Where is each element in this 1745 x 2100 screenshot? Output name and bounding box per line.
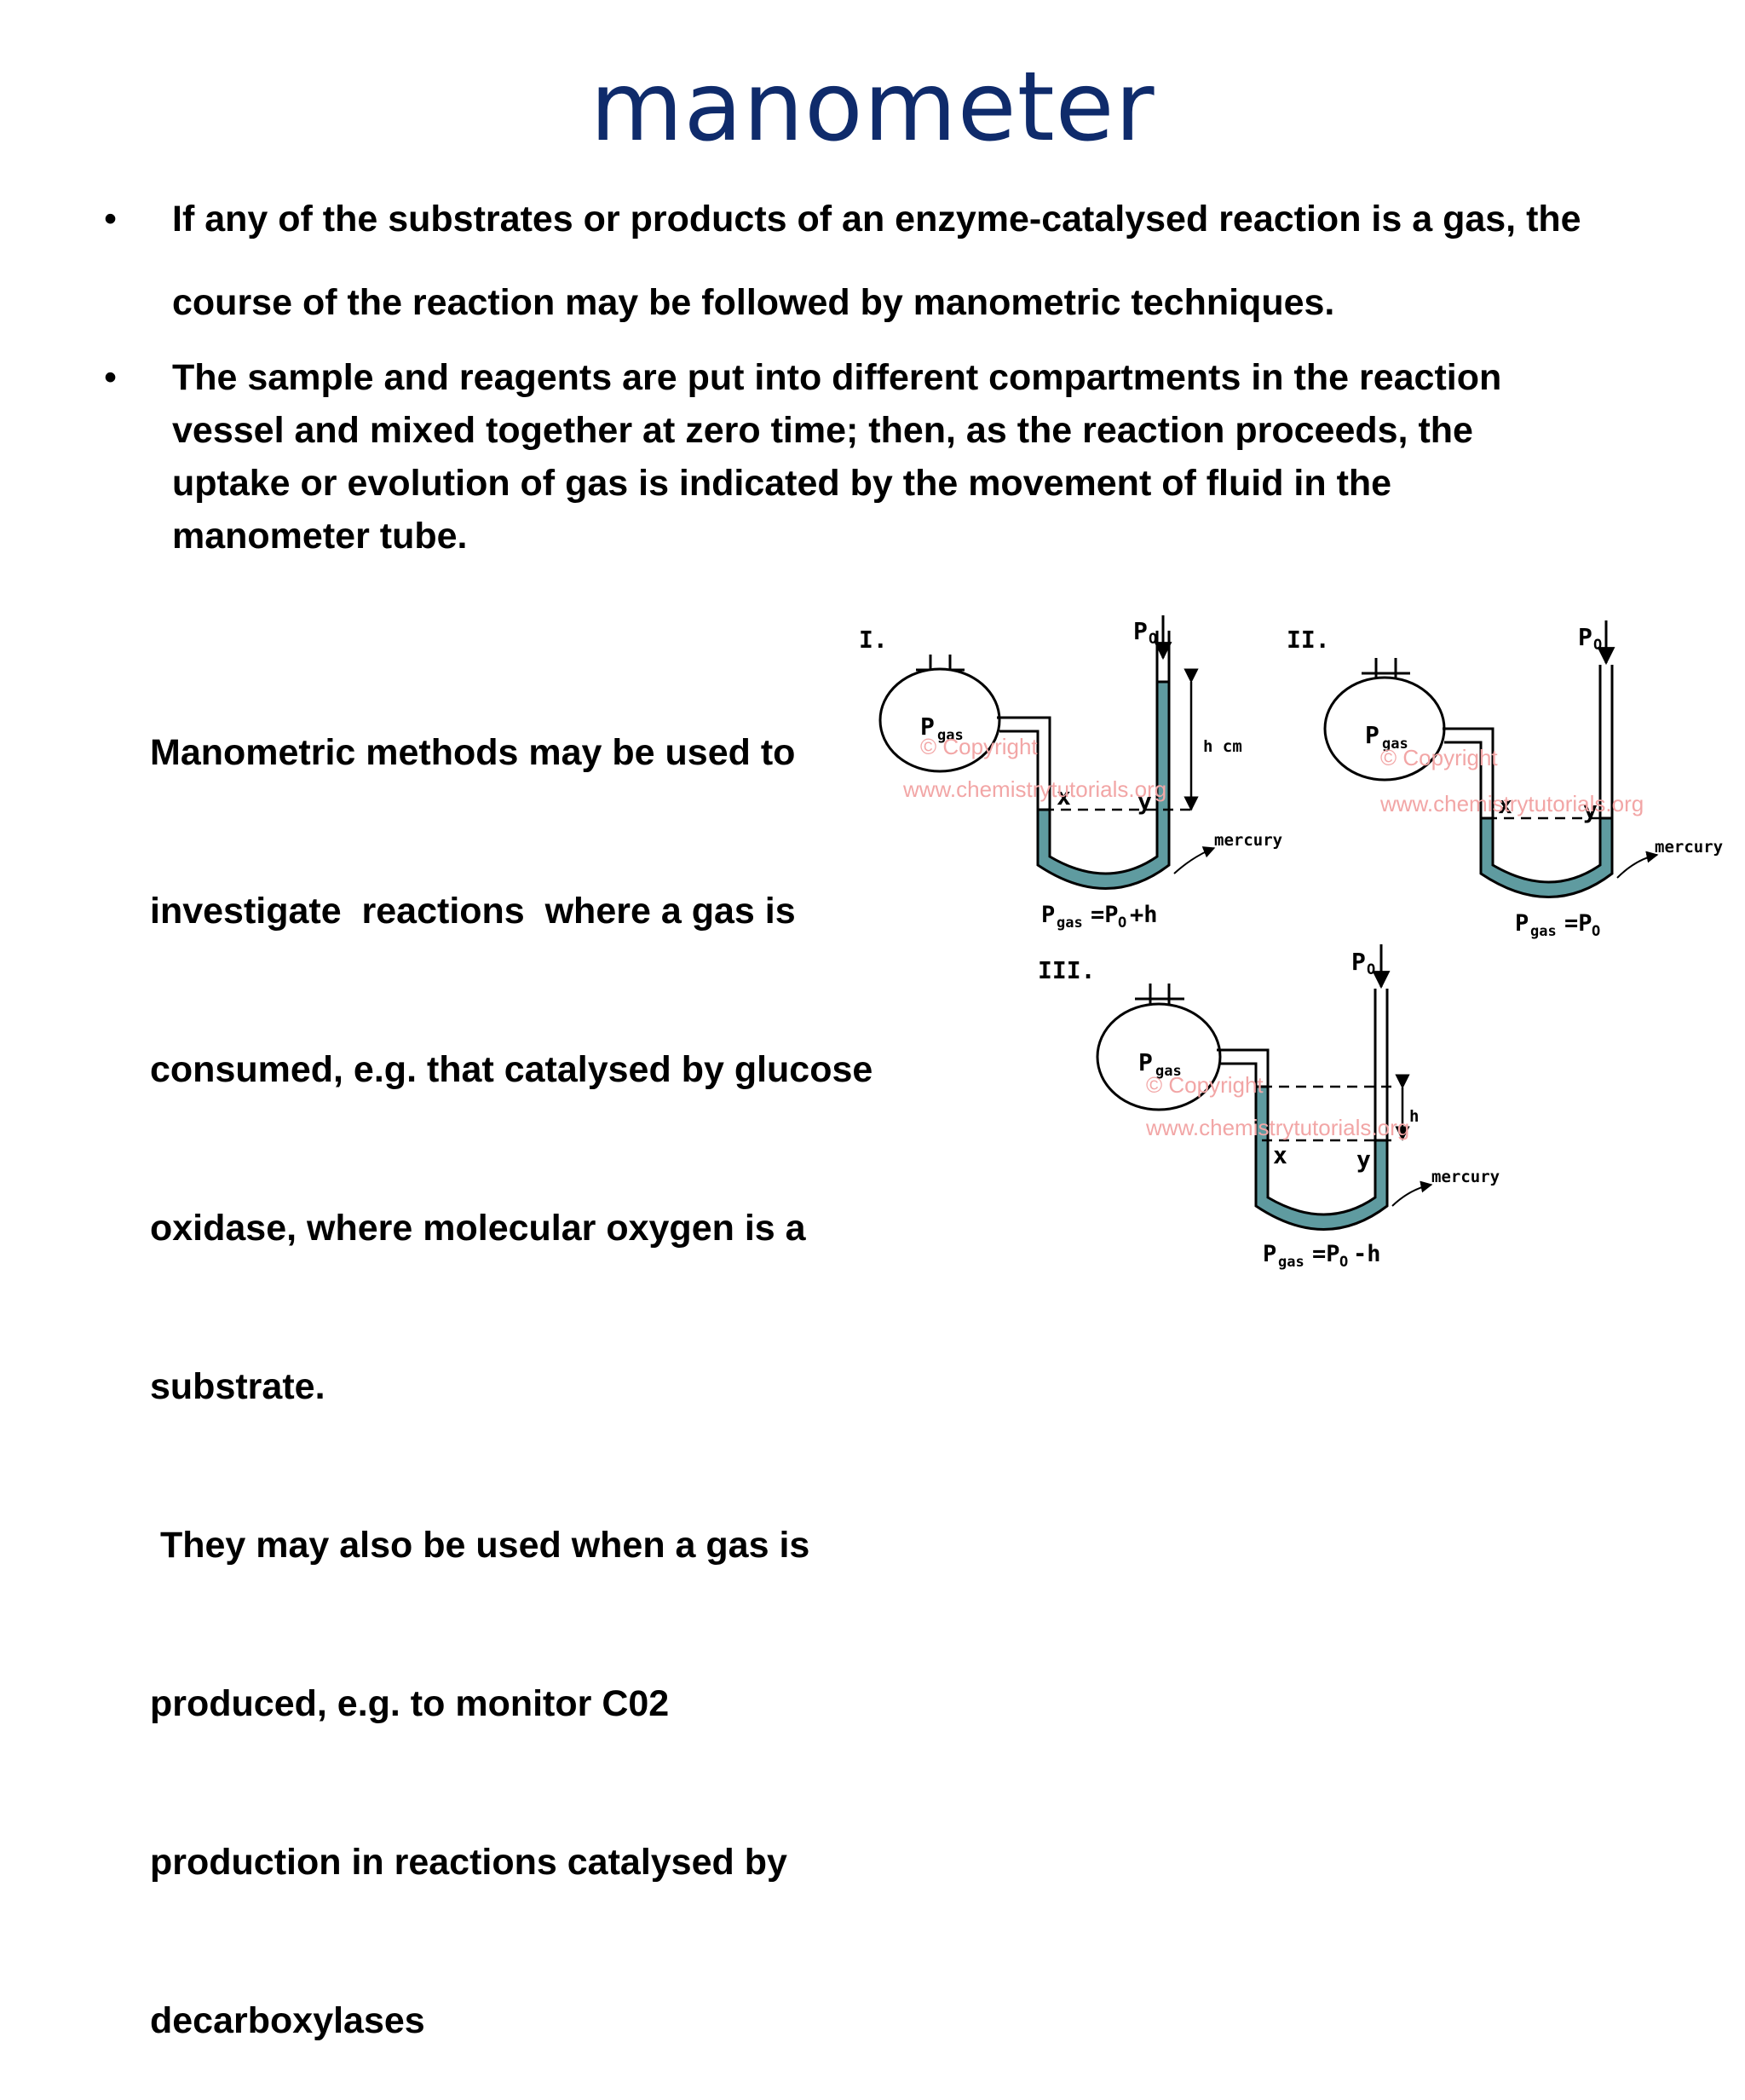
side-line: produced, e.g. to monitor C02: [150, 1683, 670, 1724]
mercury-pointer-icon: [1391, 1180, 1433, 1207]
bullet-1-line-2: course of the reaction may be followed b…: [172, 282, 1335, 323]
equation: P gas =P O +h: [1041, 902, 1158, 932]
side-line: Manometric methods may be used to: [150, 732, 796, 773]
eq-part: -h: [1353, 1241, 1381, 1267]
side-line: substrate.: [150, 1366, 325, 1407]
flask-gas-label: P: [1138, 1048, 1153, 1076]
equation: P gas =P O -h: [1263, 1241, 1381, 1271]
panel-iii: III. P gas P O x y h mercury P gas =P O …: [1038, 944, 1500, 1271]
watermark-line-1: © Copyright: [1146, 1072, 1264, 1098]
height-label: h cm: [1203, 737, 1242, 756]
bullet-2-line-2: vessel and mixed together at zero time; …: [172, 410, 1473, 451]
watermark-line-2: www.chemistrytutorials.org: [902, 776, 1166, 802]
side-line: investigate reactions where a gas is: [150, 891, 796, 932]
atm-pressure-label: P: [1133, 617, 1148, 645]
atm-pressure-label: P: [1351, 948, 1366, 976]
mercury-fluid: [1479, 816, 1614, 898]
panel-numeral: II.: [1287, 626, 1330, 654]
connecting-tube: [1217, 1048, 1270, 1087]
panel-numeral: I.: [859, 626, 888, 654]
bullet-icon: •: [104, 199, 118, 239]
manometer-diagram: I. P gas P O x y h cm mercury P: [859, 615, 1723, 1271]
watermark-line-1: © Copyright: [920, 734, 1038, 759]
fluid-label: mercury: [1214, 831, 1282, 850]
connecting-tube: [997, 716, 1051, 810]
panel-i: I. P gas P O x y h cm mercury P: [859, 615, 1282, 932]
panel-numeral: III.: [1038, 956, 1095, 984]
eq-part: O: [1592, 923, 1600, 940]
gas-flask: [1096, 1002, 1222, 1111]
level-x-label: x: [1057, 782, 1071, 811]
bullet-2-line-1: The sample and reagents are put into dif…: [172, 357, 1502, 398]
side-line: production in reactions catalysed by: [150, 1842, 787, 1883]
atm-pressure-subscript: O: [1149, 631, 1157, 648]
level-y-label: y: [1583, 796, 1598, 824]
slide-title: manometer: [590, 52, 1155, 163]
eq-part: P: [1041, 902, 1055, 928]
flask-gas-subscript: gas: [937, 727, 964, 744]
side-line: consumed, e.g. that catalysed by glucose: [150, 1049, 873, 1090]
bullet-2-line-3: uptake or evolution of gas is indicated …: [172, 463, 1392, 504]
eq-part: P: [1263, 1241, 1276, 1267]
connecting-tube: [1443, 727, 1494, 818]
eq-part: O: [1339, 1254, 1348, 1271]
atm-pressure-subscript: O: [1593, 637, 1602, 654]
eq-part: =P: [1312, 1241, 1340, 1267]
bullet-1-line-1: If any of the substrates or products of …: [172, 199, 1581, 239]
eq-part: O: [1118, 914, 1126, 932]
watermark-line-2: www.chemistrytutorials.org: [1145, 1115, 1409, 1140]
panel-ii: II. P gas P O x y mercury P gas =P O © C…: [1287, 620, 1723, 940]
level-x-label: x: [1273, 1141, 1287, 1169]
flask-gas-subscript: gas: [1155, 1063, 1182, 1080]
eq-part: +h: [1130, 902, 1158, 928]
equation: P gas =P O: [1515, 910, 1600, 940]
fluid-label: mercury: [1655, 838, 1723, 857]
bullet-icon: •: [104, 357, 118, 398]
level-x-label: x: [1498, 791, 1512, 819]
eq-part: gas: [1057, 914, 1083, 932]
bullet-list: • If any of the substrates or products o…: [101, 198, 1651, 562]
eq-part: =P: [1091, 902, 1119, 928]
bullet-item-2: • The sample and reagents are put into d…: [101, 351, 1651, 562]
watermark-line-2: www.chemistrytutorials.org: [1379, 791, 1644, 816]
eq-part: P: [1515, 910, 1529, 937]
level-y-label: y: [1356, 1145, 1371, 1174]
side-line: decarboxylases: [150, 2000, 425, 2041]
watermark-line-1: © Copyright: [1380, 745, 1498, 770]
bullet-item-1: • If any of the substrates or products o…: [101, 177, 1651, 344]
flask-gas-label: P: [920, 712, 935, 741]
flask-gas-subscript: gas: [1382, 736, 1408, 753]
mercury-pointer-icon: [1173, 846, 1216, 874]
height-label: h: [1409, 1107, 1419, 1126]
eq-part: =P: [1564, 910, 1592, 937]
mercury-pointer-icon: [1616, 851, 1659, 879]
gas-flask: [878, 667, 1001, 773]
atm-pressure-label: P: [1578, 623, 1592, 651]
side-line: oxidase, where molecular oxygen is a: [150, 1208, 806, 1249]
atm-pressure-subscript: O: [1367, 961, 1375, 978]
flask-gas-label: P: [1365, 721, 1379, 749]
fluid-label: mercury: [1431, 1168, 1500, 1186]
side-line: They may also be used when a gas is: [150, 1525, 810, 1566]
bullet-2-line-4: manometer tube.: [172, 516, 468, 557]
level-y-label: y: [1137, 788, 1152, 816]
eq-part: gas: [1278, 1254, 1304, 1271]
eq-part: gas: [1530, 923, 1557, 940]
